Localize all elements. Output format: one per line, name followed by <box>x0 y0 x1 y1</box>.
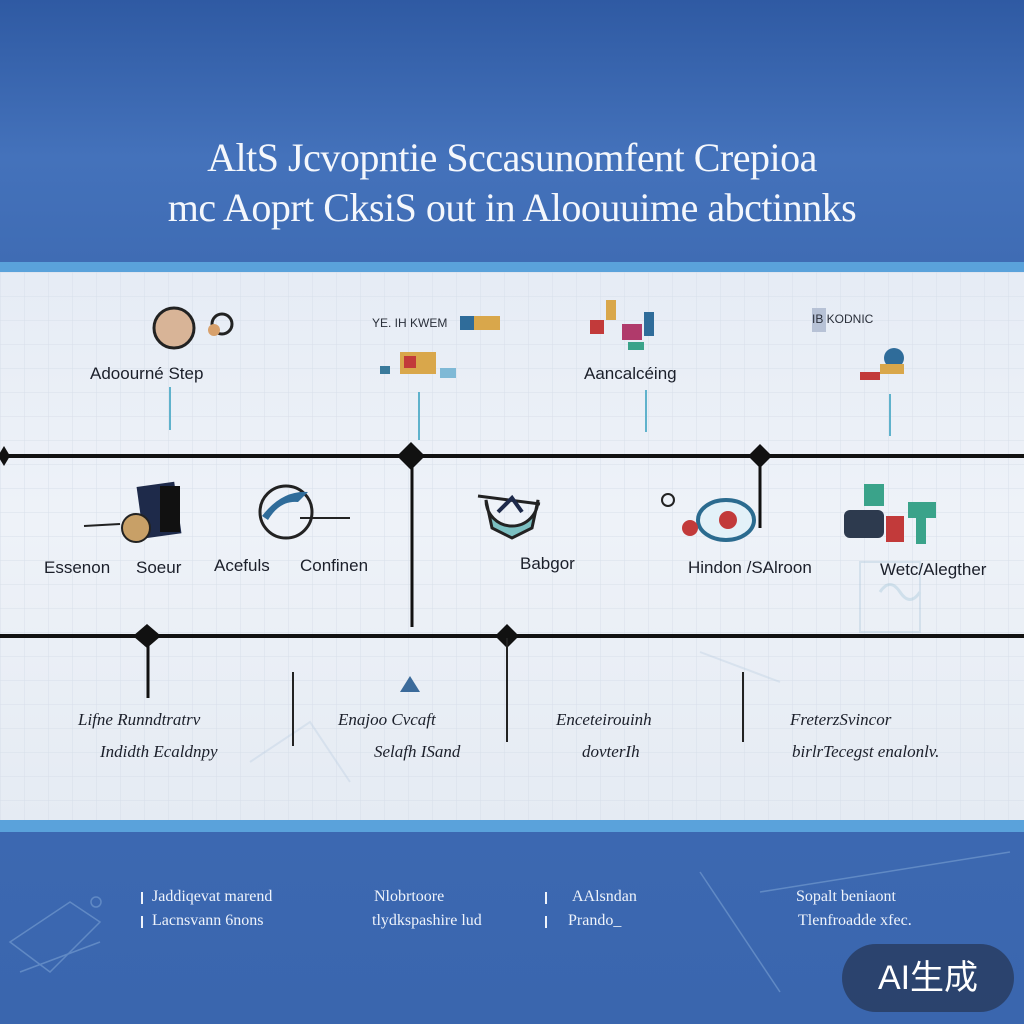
title-line-1: AltS Jcvopntie Sccasunomfent Crepioa <box>207 135 817 180</box>
header-banner: AltS Jcvopntie Sccasunomfent Crepioa mc … <box>0 0 1024 262</box>
accent-band-bottom <box>0 820 1024 832</box>
accent-band-top <box>0 262 1024 272</box>
footer-decor <box>8 851 1011 993</box>
mid-icon-2 <box>258 484 350 540</box>
mid-label-1: Essenon <box>44 558 111 577</box>
title-line-2: mc Aoprt CksiS out in Aloouuime abctinnk… <box>167 185 857 230</box>
footer-col1-line2: Lacnsvann 6nons <box>152 912 264 929</box>
upper-node-1 <box>0 446 10 466</box>
top-icon-2 <box>380 316 500 378</box>
mid-label-5: Babgor <box>520 554 575 573</box>
mid-label-4: Confinen <box>300 556 369 575</box>
bottom-label-3a: Enceteirouinh <box>556 710 652 729</box>
footer-col1-line1: Jaddiqevat marend <box>152 888 273 905</box>
mid-label-7: Wetc/Alegther <box>880 560 987 579</box>
footer-col3-line2: Prando_ <box>568 912 622 929</box>
footer-col2-line2: tlydkspashire lud <box>372 912 482 929</box>
top-icon-1 <box>152 306 234 350</box>
footer-col4-line2: Tlenfroadde xfec. <box>798 912 912 929</box>
bottom-label-1b: Indidth Ecaldnpy <box>100 742 218 761</box>
background-decor <box>249 561 922 783</box>
timeline-diagram <box>0 272 1024 820</box>
top-stems <box>169 387 891 440</box>
footer-col4-line1: Sopalt beniaont <box>796 888 896 905</box>
bottom-label-1a: Lifne Runndtratrv <box>78 710 201 729</box>
mid-icon-4 <box>661 493 756 542</box>
lower-node-1 <box>133 624 161 648</box>
upper-node-2 <box>397 442 425 470</box>
top-label-2: Aancalcéing <box>584 364 677 383</box>
mid-icon-3 <box>477 494 541 540</box>
timeline-canvas: Adoourné Step YE. IH KWEM Aancalcéing IB… <box>0 272 1024 820</box>
mid-label-3: Acefuls <box>214 556 270 575</box>
mid-icon-5 <box>844 484 936 544</box>
grid-pattern <box>0 272 1024 820</box>
bottom-label-4b: birlrTecegst enalonlv. <box>792 742 940 761</box>
top-icon-3 <box>590 300 654 350</box>
ai-generated-badge: AI生成 <box>842 944 1014 1012</box>
bottom-label-2b: Selafh ISand <box>374 742 461 761</box>
bottom-label-2a: Enajoo Cvcaft <box>338 710 436 729</box>
bottom-label-4a: FreterzSvincor <box>790 710 892 729</box>
footer-col2-line1: Nlobrtoore <box>374 888 445 905</box>
footer-col3-line1: AAlsndan <box>572 888 637 905</box>
top-small-label-2: IB KODNIC <box>812 312 874 326</box>
mid-label-2: Soeur <box>136 558 182 577</box>
mid-icon-1 <box>83 481 182 543</box>
upper-node-3 <box>748 444 772 468</box>
bottom-label-3b: dovterIh <box>582 742 640 761</box>
top-small-label-1: YE. IH KWEM <box>372 316 448 330</box>
mid-label-6: Hindon /SAlroon <box>688 558 812 577</box>
top-icon-4 <box>812 308 904 380</box>
lower-node-2 <box>495 624 519 648</box>
top-label-1: Adoourné Step <box>90 364 204 383</box>
arrow-marker <box>400 676 420 692</box>
